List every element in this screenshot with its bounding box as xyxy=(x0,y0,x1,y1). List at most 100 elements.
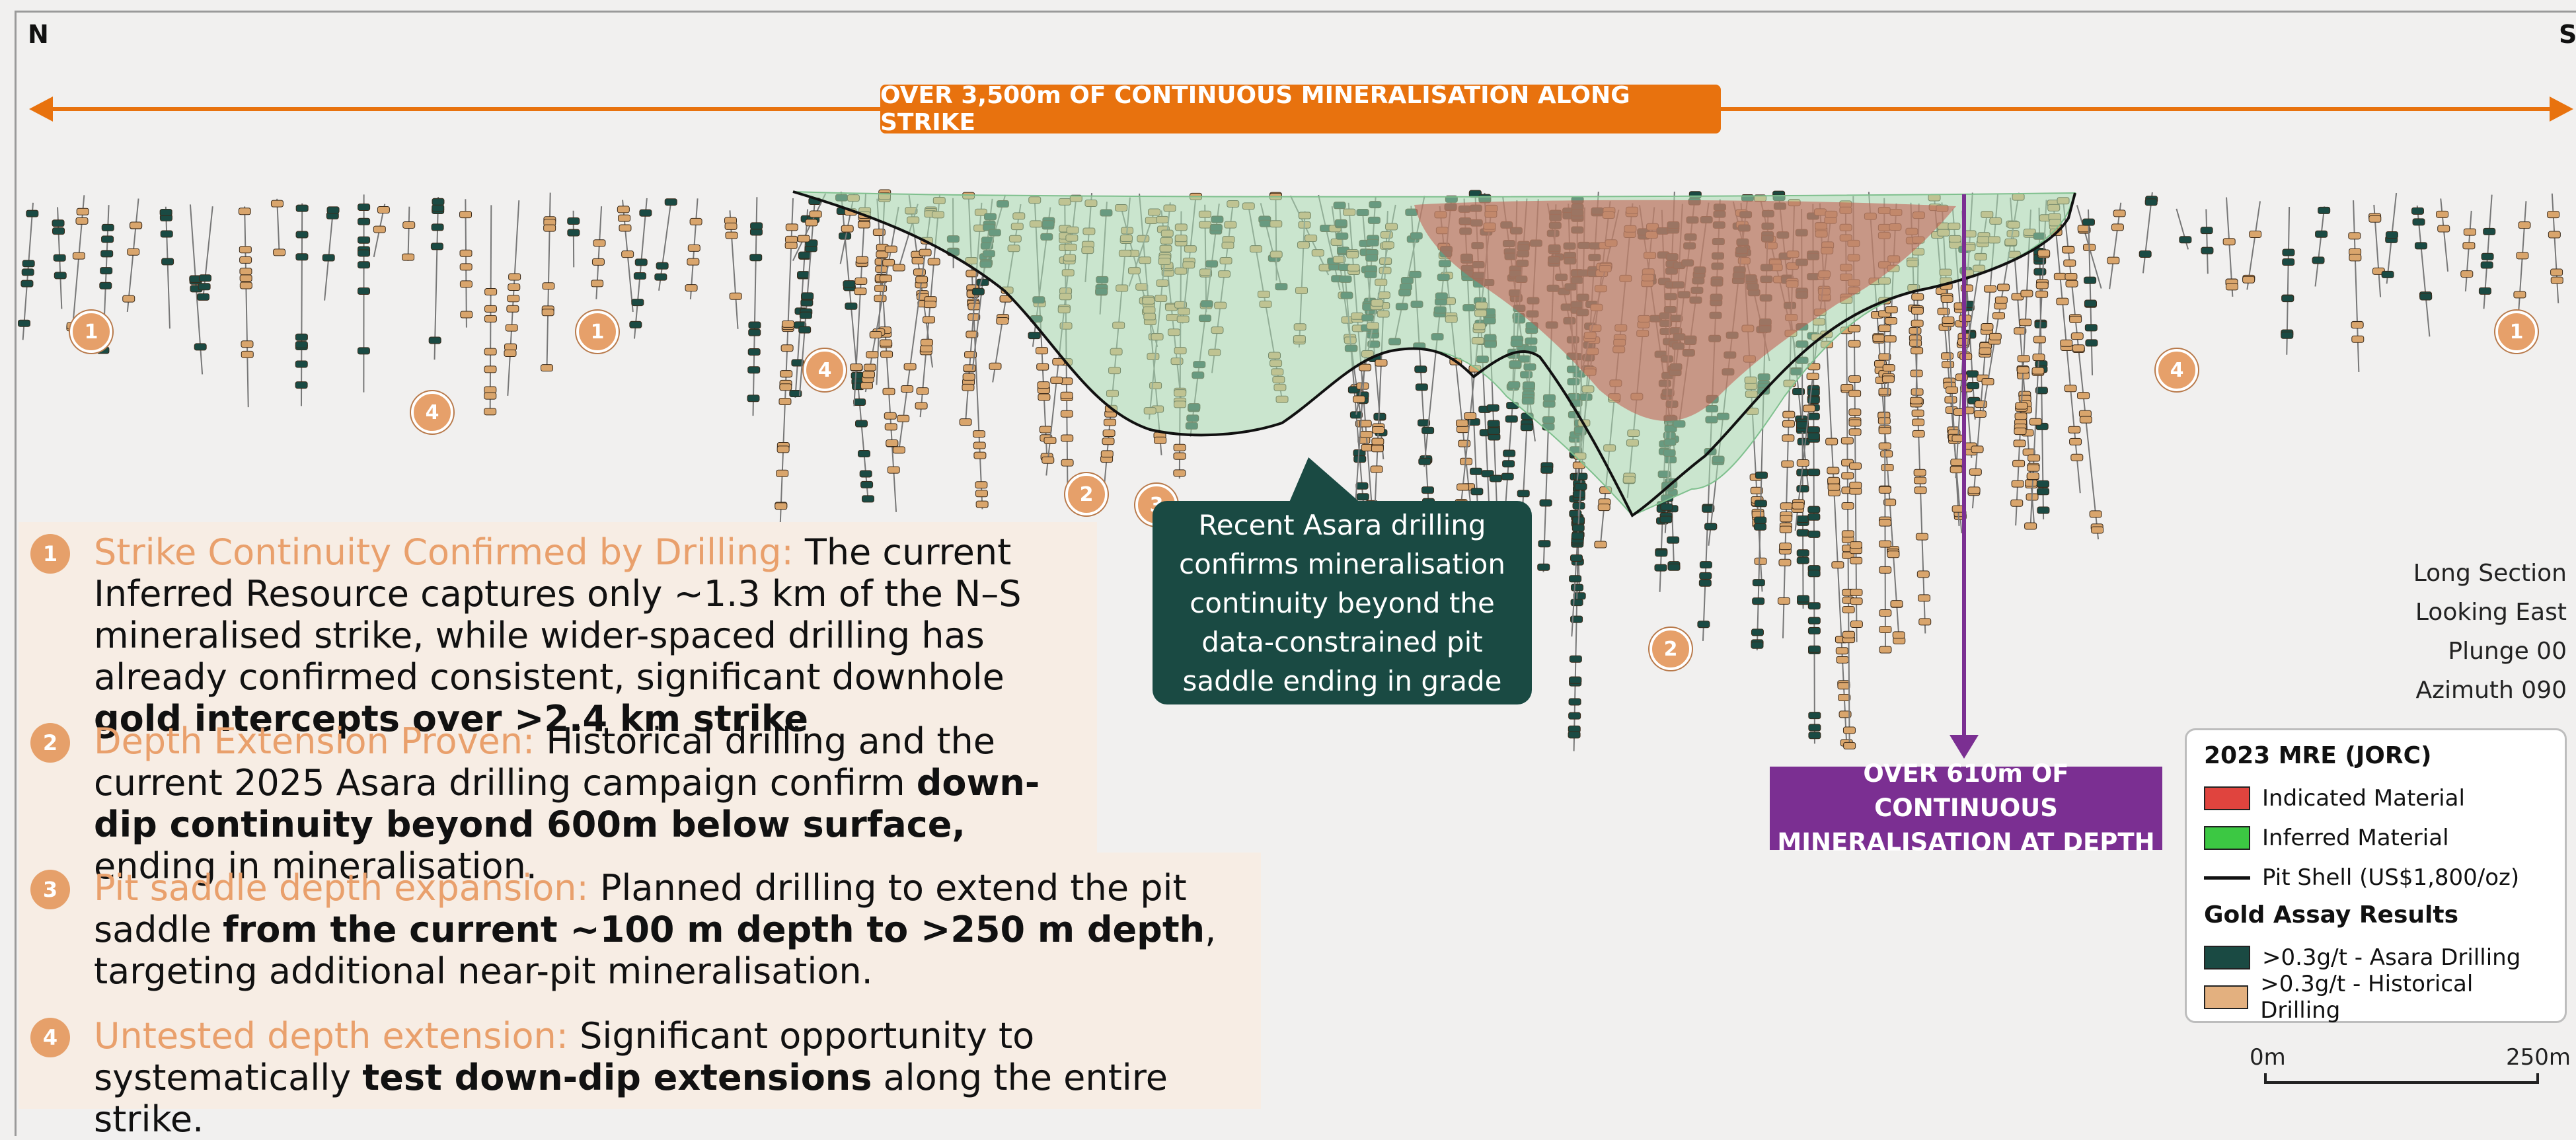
assay-interval xyxy=(1807,373,1819,380)
assay-interval xyxy=(2029,418,2041,425)
assay-interval xyxy=(2014,428,2026,435)
assay-interval xyxy=(781,345,793,352)
assay-interval xyxy=(1909,327,1921,334)
assay-interval xyxy=(860,383,872,389)
assay-interval xyxy=(780,371,792,377)
assay-interval xyxy=(751,223,763,229)
assay-interval xyxy=(460,281,472,287)
assay-interval xyxy=(843,281,855,287)
note-3-heading: Pit saddle depth expansion: xyxy=(94,867,589,909)
assay-interval xyxy=(2070,438,2082,445)
assay-interval xyxy=(1848,375,1860,382)
assay-interval xyxy=(726,232,738,239)
assay-interval xyxy=(1838,683,1850,689)
assay-interval xyxy=(1457,484,1469,490)
note-3-text: Pit saddle depth expansion: Planned dril… xyxy=(94,867,1254,992)
assay-interval xyxy=(1942,317,1954,324)
assay-interval xyxy=(1700,572,1712,579)
assay-interval xyxy=(2318,207,2330,213)
assay-interval xyxy=(2071,454,2083,461)
assay-interval xyxy=(1827,467,1839,474)
assay-interval xyxy=(198,284,210,290)
assay-interval xyxy=(1422,427,1434,434)
assay-interval xyxy=(26,210,38,217)
assay-interval xyxy=(1879,626,1891,632)
assay-interval xyxy=(1505,416,1517,422)
assay-interval xyxy=(634,273,646,280)
assay-interval xyxy=(1700,562,1712,568)
strike-banner: OVER 3,500m OF CONTINUOUS MINERALISATION… xyxy=(880,85,1721,133)
assay-interval xyxy=(748,367,760,373)
callout-marker-1c: 1 xyxy=(2495,311,2538,353)
assay-interval xyxy=(2018,356,2029,362)
assay-interval xyxy=(2065,385,2076,392)
assay-interval xyxy=(484,393,496,399)
assay-interval xyxy=(975,482,987,488)
assay-interval xyxy=(893,447,905,453)
drill-hole-trace xyxy=(408,207,409,261)
assay-interval xyxy=(1807,427,1819,434)
assay-interval xyxy=(1569,699,1581,705)
assay-interval xyxy=(874,295,886,302)
assay-interval xyxy=(885,246,897,252)
assay-interval xyxy=(544,225,556,231)
assay-interval xyxy=(239,247,251,253)
bubble-tail xyxy=(1289,457,1361,504)
assay-interval xyxy=(484,305,496,312)
assay-interval xyxy=(199,275,211,282)
note-4: 4 Untested depth extension: Significant … xyxy=(19,1015,1254,1140)
assay-interval xyxy=(915,402,927,409)
assay-interval xyxy=(1416,384,1427,391)
assay-interval xyxy=(1778,597,1790,604)
assay-interval xyxy=(402,254,414,260)
assay-interval xyxy=(1850,482,1862,488)
assay-interval xyxy=(1911,307,1923,314)
assay-interval xyxy=(358,250,370,256)
assay-interval xyxy=(2139,250,2151,257)
assay-interval xyxy=(77,208,89,215)
assay-interval xyxy=(1751,629,1763,636)
drill-hole-trace xyxy=(2353,200,2359,372)
drill-hole-trace xyxy=(2088,209,2092,375)
assay-interval xyxy=(1842,473,1854,479)
assay-interval xyxy=(1850,589,1862,595)
assay-interval xyxy=(1517,490,1529,497)
assay-interval xyxy=(1971,446,1983,453)
assay-interval xyxy=(1826,438,1838,445)
note-3-emphasis: from the current ~100 m depth to >250 m … xyxy=(223,909,1205,950)
view-info-section: Long Section xyxy=(2413,554,2567,593)
assay-interval xyxy=(619,225,631,231)
assay-interval xyxy=(1797,557,1809,564)
assay-interval xyxy=(197,293,209,300)
assay-interval xyxy=(1488,420,1499,427)
assay-interval xyxy=(1809,732,1821,739)
assay-interval xyxy=(2551,269,2563,276)
assay-interval xyxy=(1371,466,1383,473)
assay-interval xyxy=(22,269,34,276)
assay-interval xyxy=(798,235,810,242)
note-1: 1 Strike Continuity Confirmed by Drillin… xyxy=(19,531,1089,740)
assay-interval xyxy=(928,258,940,265)
assay-interval xyxy=(484,387,496,393)
assay-interval xyxy=(2037,507,2049,513)
assay-interval xyxy=(1572,584,1583,591)
legend-title: 2023 MRE (JORC) xyxy=(2204,742,2548,769)
assay-interval xyxy=(1941,295,1953,302)
assay-interval xyxy=(1842,502,1854,509)
assay-interval xyxy=(1753,598,1764,605)
assay-interval xyxy=(1850,557,1862,564)
assay-interval xyxy=(619,215,630,221)
assay-interval xyxy=(1051,377,1063,383)
assay-interval xyxy=(2064,260,2076,266)
assay-interval xyxy=(568,229,580,236)
assay-interval xyxy=(2032,367,2044,374)
assay-interval xyxy=(1037,363,1049,370)
assay-interval xyxy=(685,285,697,291)
assay-interval xyxy=(2420,293,2432,300)
assay-interval xyxy=(102,224,114,231)
assay-interval xyxy=(2026,480,2037,486)
assay-interval xyxy=(1174,444,1186,451)
assay-interval xyxy=(897,415,909,422)
assay-interval xyxy=(1457,420,1468,426)
assay-interval xyxy=(1912,293,1924,300)
